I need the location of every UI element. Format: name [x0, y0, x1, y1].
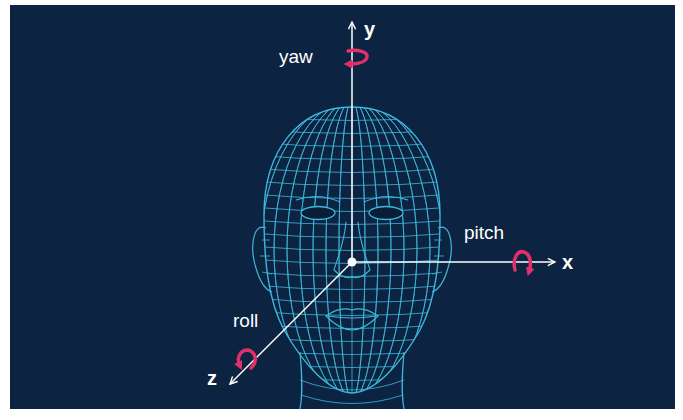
rotation-label: yaw	[279, 47, 313, 66]
rotation-arrows	[238, 50, 530, 368]
axis-label: x	[562, 252, 573, 272]
axis-label: y	[364, 19, 375, 39]
axis-label: z	[207, 368, 217, 388]
axes	[230, 22, 555, 384]
background-panel	[10, 5, 675, 409]
rotation-label: roll	[233, 311, 258, 330]
rotation-label: pitch	[464, 223, 504, 242]
origin-dot	[348, 258, 357, 267]
